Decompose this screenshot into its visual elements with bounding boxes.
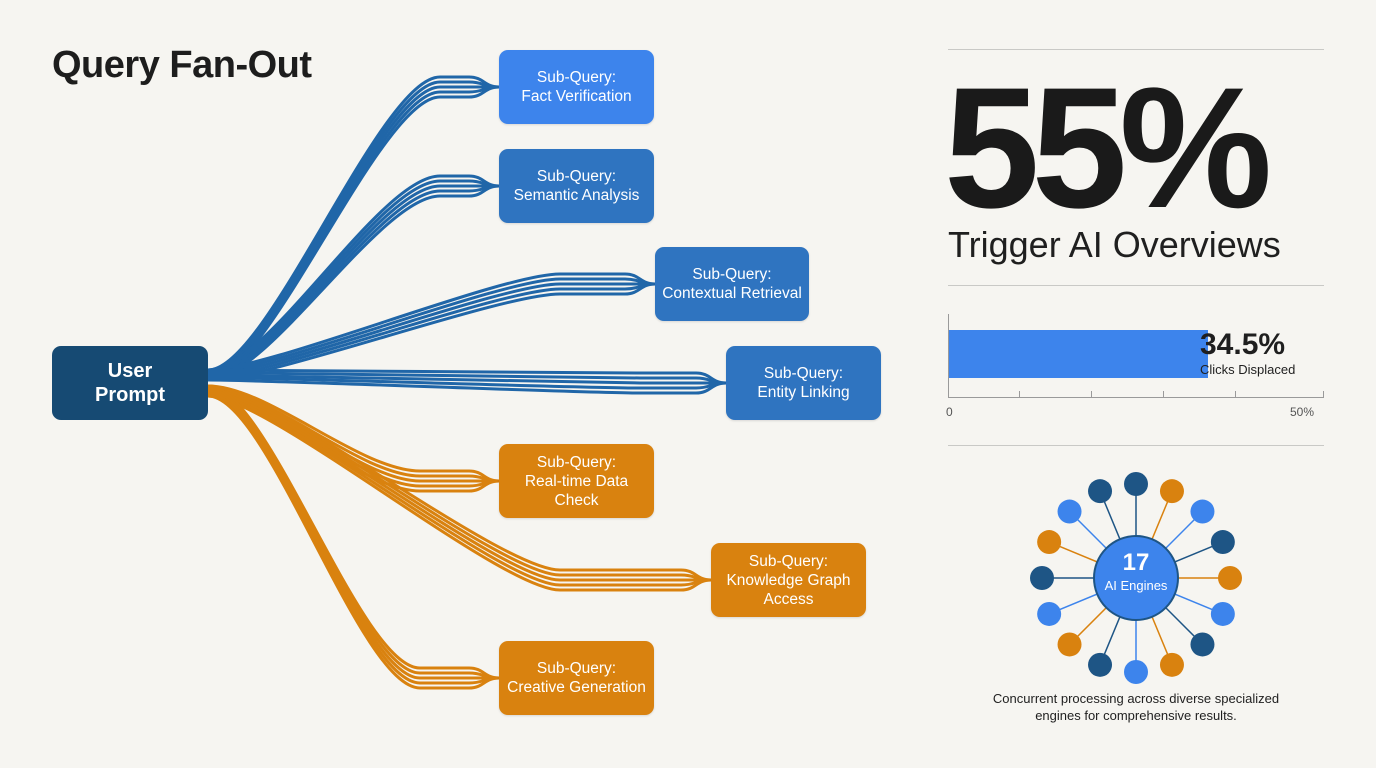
- clicks-bar: [949, 330, 1208, 378]
- connector-line: [206, 282, 657, 382]
- engine-node: [1124, 660, 1148, 684]
- connector-line: [206, 384, 501, 680]
- connector-line: [206, 394, 713, 592]
- engine-node: [1210, 601, 1235, 626]
- engine-node: [1159, 652, 1184, 677]
- divider-top: [948, 49, 1324, 50]
- connector-line: [206, 392, 501, 685]
- connector-line: [206, 75, 501, 372]
- connector-line: [206, 85, 501, 377]
- connector-line: [206, 376, 728, 390]
- connector-line: [206, 389, 713, 582]
- connector-line: [206, 184, 501, 382]
- engine-node: [1088, 652, 1113, 677]
- engine-node: [1190, 499, 1215, 524]
- engine-node: [1037, 601, 1062, 626]
- sub-query-node: Sub-Query: Semantic Analysis: [499, 149, 654, 223]
- sub-query-node: Sub-Query: Entity Linking: [726, 346, 881, 420]
- page-title: Query Fan-Out: [52, 44, 312, 86]
- bar-value-label: 34.5%: [1200, 328, 1286, 361]
- bar-axis-y: [948, 314, 949, 398]
- connector-line: [206, 371, 728, 385]
- bar-tick: [1019, 391, 1020, 398]
- engine-node: [1190, 632, 1215, 657]
- bar-axis-x: [948, 397, 1324, 398]
- engine-node: [1057, 632, 1082, 657]
- bar-tick: [1091, 391, 1092, 398]
- connector-line: [206, 184, 501, 379]
- connector-line: [206, 277, 657, 374]
- engines-ring: [1030, 472, 1242, 684]
- caption: Concurrent processing across diverse spe…: [992, 691, 1280, 723]
- engine-node: [1159, 479, 1184, 504]
- connector-line: [206, 384, 501, 483]
- sub-query-node: Sub-Query: Contextual Retrieval: [655, 247, 809, 321]
- sub-query-node: Sub-Query: Fact Verification: [499, 50, 654, 124]
- bar-tick: [1323, 391, 1324, 398]
- engine-node: [1088, 479, 1113, 504]
- engine-node: [1210, 530, 1235, 555]
- connector-line: [206, 384, 713, 582]
- connector-line: [206, 392, 713, 587]
- sub-query-node: Sub-Query: Creative Generation: [499, 641, 654, 715]
- connector-line: [206, 85, 501, 379]
- sub-query-node: Sub-Query: Knowledge Graph Access: [711, 543, 866, 617]
- engine-node: [1037, 530, 1062, 555]
- connector-line: [206, 282, 657, 379]
- connector-line: [206, 394, 501, 690]
- engine-node: [1124, 472, 1148, 496]
- engine-node: [1057, 499, 1082, 524]
- connector-line: [206, 272, 657, 372]
- connector-line: [206, 282, 657, 377]
- connector-line: [206, 174, 501, 372]
- connector-line: [206, 378, 728, 395]
- bar-axis-min: 0: [946, 405, 953, 419]
- sub-query-node: Sub-Query: Real-time Data Check: [499, 444, 654, 518]
- stat-label: Trigger AI Overviews: [948, 224, 1281, 265]
- connector-line: [206, 387, 713, 582]
- connector-line: [206, 389, 501, 680]
- engines-label: AI Engines: [1104, 578, 1168, 593]
- stat-value: 55%: [944, 52, 1272, 244]
- bar-label: Clicks Displaced: [1200, 362, 1296, 377]
- divider-middle: [948, 285, 1324, 286]
- bar-axis-max: 50%: [1290, 405, 1315, 419]
- connector-line: [206, 368, 728, 385]
- user-prompt-node: User Prompt: [52, 346, 208, 420]
- engine-node: [1030, 566, 1054, 590]
- connector-line: [206, 179, 501, 374]
- bar-tick: [1235, 391, 1236, 398]
- engine-node: [1218, 566, 1242, 590]
- connector-line: [206, 387, 501, 680]
- engines-count: 17: [1122, 549, 1150, 576]
- bar-tick: [1163, 391, 1164, 398]
- connector-line: [206, 373, 728, 385]
- connector-line: [206, 184, 501, 377]
- divider-bottom: [948, 445, 1324, 446]
- connector-line: [206, 80, 501, 374]
- clicks-bar-chart: [948, 314, 1324, 398]
- engines-hub: [1093, 535, 1179, 621]
